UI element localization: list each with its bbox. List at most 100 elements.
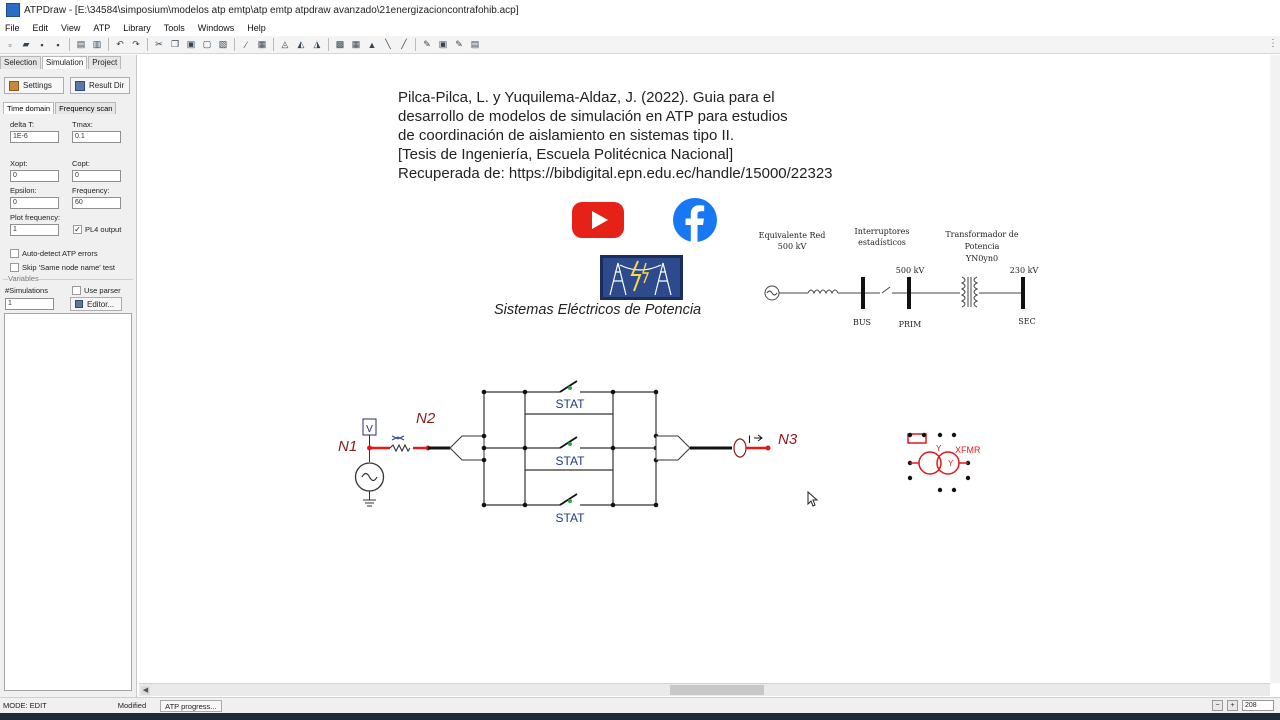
rotate-right-icon[interactable]: ◭: [297, 39, 305, 49]
save-icon[interactable]: ▪: [40, 39, 44, 50]
tab-project[interactable]: Project: [88, 56, 122, 69]
print-icon[interactable]: ▤: [76, 39, 86, 49]
stat-switch-1[interactable]: STAT: [556, 380, 586, 411]
run-atp-icon[interactable]: ✎: [455, 39, 463, 49]
oneline-equiv-kv: 500 kV: [778, 242, 807, 251]
copt-input[interactable]: 0: [72, 170, 121, 182]
delete-icon[interactable]: ▧: [218, 39, 228, 49]
menu-library[interactable]: Library: [123, 23, 151, 33]
plot-icon[interactable]: ▤: [470, 39, 480, 49]
stat-label-3: STAT: [556, 511, 586, 525]
youtube-logo-icon: [572, 202, 624, 238]
menu-edit[interactable]: Edit: [32, 23, 49, 33]
open-file-icon[interactable]: ▰: [22, 39, 30, 49]
autodetect-label: Auto-detect ATP errors: [22, 249, 98, 258]
refresh-icon[interactable]: ▩: [335, 39, 345, 49]
flip-icon[interactable]: ◮: [313, 39, 321, 49]
reference-line: Recuperada de: https://bibdigital.epn.ed…: [398, 165, 833, 182]
oneline-estadisticos-label: estadísticos: [858, 238, 906, 247]
skip-node-name-checkbox[interactable]: Skip 'Same node name' test: [10, 263, 115, 272]
xfmr-y1: Y: [936, 444, 942, 453]
new-file-icon[interactable]: ▫: [8, 39, 12, 50]
menu-help[interactable]: Help: [247, 23, 266, 33]
menu-file[interactable]: File: [5, 23, 20, 33]
use-parser-checkbox[interactable]: Use parser: [72, 286, 121, 295]
stat-switch-3[interactable]: STAT: [556, 493, 586, 525]
oneline-sec-label: SEC: [1018, 317, 1035, 326]
settings-button[interactable]: Settings: [4, 77, 64, 94]
splitter-right[interactable]: [655, 435, 691, 461]
editor-button-label: Editor...: [87, 299, 115, 309]
lock-icon[interactable]: ▲: [367, 39, 377, 50]
paste-icon[interactable]: ▣: [186, 39, 196, 49]
circuit-canvas[interactable]: [139, 55, 1270, 683]
autodetect-checkbox[interactable]: Auto-detect ATP errors: [10, 249, 98, 258]
grid-icon[interactable]: ▦: [351, 39, 361, 49]
compress-icon[interactable]: ▣: [438, 39, 448, 49]
menu-tools[interactable]: Tools: [163, 23, 185, 33]
splitter-left[interactable]: [449, 435, 485, 461]
redo-icon[interactable]: ↷: [132, 39, 140, 49]
rotate-left-icon[interactable]: ◬: [281, 39, 289, 49]
toolbar-separator: [273, 38, 274, 51]
xopt-input[interactable]: 0: [10, 170, 59, 182]
vertical-scrollbar[interactable]: [1270, 55, 1280, 683]
result-dir-button[interactable]: Result Dir: [70, 77, 130, 94]
text-icon[interactable]: ▦: [257, 39, 267, 49]
scroll-thumb[interactable]: [670, 685, 764, 695]
horizontal-scrollbar[interactable]: ◀: [139, 683, 1270, 696]
time-domain-fields: delta T: 1E-6 Tmax: 0.1 Xopt: 0 Copt: 0 …: [0, 114, 136, 264]
tab-time-domain[interactable]: Time domain: [3, 102, 55, 114]
variables-list[interactable]: [4, 313, 132, 691]
wire-icon[interactable]: ╱: [401, 39, 407, 49]
editor-button[interactable]: Editor...: [70, 297, 122, 311]
help-icon[interactable]: ✎: [423, 39, 431, 49]
oneline-inductor-icon: [807, 289, 839, 295]
menu-bar: File Edit View ATP Library Tools Windows…: [0, 20, 1280, 36]
atp-progress-button[interactable]: ATP progress...: [160, 699, 222, 712]
tab-selection[interactable]: Selection: [0, 56, 41, 69]
editor-icon: [75, 300, 83, 308]
menu-windows[interactable]: Windows: [197, 23, 235, 33]
pl4-check-icon: ✓: [73, 225, 82, 234]
pl4-output-checkbox[interactable]: ✓ PL4 output: [73, 225, 121, 234]
toolbar-separator: [147, 38, 148, 51]
copy-icon[interactable]: ❐: [170, 39, 180, 49]
connection-icon[interactable]: ╲: [385, 39, 391, 49]
oneline-potencia-label: Potencia: [965, 242, 1000, 251]
xfmr-transformer[interactable]: Y Y XFMR: [900, 428, 985, 498]
save-all-icon[interactable]: ▪: [56, 39, 60, 50]
tab-frequency-scan[interactable]: Frequency scan: [55, 102, 117, 114]
tmax-input[interactable]: 0.1: [72, 131, 121, 143]
scroll-left-icon[interactable]: ◀: [141, 686, 150, 695]
draw-line-icon[interactable]: ∕: [245, 39, 247, 50]
undo-icon[interactable]: ↶: [116, 39, 124, 49]
stat-switch-2[interactable]: STAT: [556, 436, 586, 468]
power-systems-logo-icon: [600, 255, 683, 300]
epsilon-input[interactable]: 0: [10, 197, 59, 209]
simulations-input[interactable]: 1: [5, 298, 54, 310]
toolbar-separator: [69, 38, 70, 51]
duplicate-icon[interactable]: ▢: [202, 39, 212, 49]
menu-view[interactable]: View: [61, 23, 81, 33]
rl-impedance[interactable]: [389, 435, 411, 453]
result-dir-button-label: Result Dir: [89, 81, 125, 90]
ac-source[interactable]: V: [354, 418, 385, 507]
brand-name: Sistemas Eléctricos de Potencia: [494, 302, 702, 318]
toolbar-separator: [234, 38, 235, 51]
zoom-select[interactable]: 208: [1242, 700, 1274, 711]
zoom-out-icon[interactable]: −: [1212, 700, 1223, 711]
tab-simulation[interactable]: Simulation: [41, 56, 88, 69]
oneline-bus-bar: [861, 277, 865, 309]
menu-atp[interactable]: ATP: [93, 23, 111, 33]
plot-frequency-label: Plot frequency:: [10, 213, 61, 222]
frequency-input[interactable]: 60: [72, 197, 121, 209]
atp-circuit: N1 N2 N3 V: [338, 380, 798, 525]
mouse-cursor-icon: [807, 490, 819, 507]
cut-icon[interactable]: ✂: [155, 39, 163, 49]
zoom-in-icon[interactable]: +: [1227, 700, 1238, 711]
delta-t-input[interactable]: 1E-6: [10, 131, 59, 143]
current-probe[interactable]: I: [733, 434, 763, 458]
print-preview-icon[interactable]: ▥: [92, 39, 102, 49]
plot-frequency-input[interactable]: 1: [10, 224, 59, 236]
